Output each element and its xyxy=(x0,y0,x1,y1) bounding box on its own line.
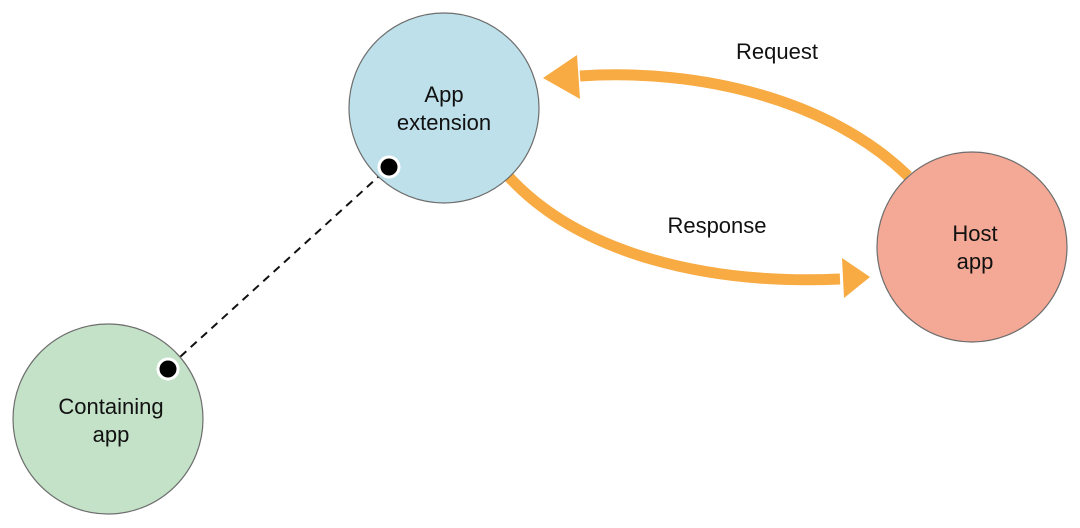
host-app-label-line1: Host xyxy=(952,221,997,246)
containing-app-label-line1: Containing xyxy=(58,394,163,419)
request-arrow xyxy=(579,69,912,180)
request-arrowhead xyxy=(543,55,580,99)
response-arrow xyxy=(503,172,841,286)
host-app-label-line2: app xyxy=(957,249,994,274)
response-arrowhead xyxy=(842,258,870,298)
containing-app-node[interactable]: Containing app xyxy=(12,323,204,515)
containing-to-extension-link xyxy=(169,167,389,367)
request-label: Request xyxy=(736,39,818,64)
app-extension-label-line1: App xyxy=(424,82,463,107)
containing-app-circle xyxy=(12,323,204,515)
host-app-circle xyxy=(876,151,1068,343)
host-app-node[interactable]: Host app xyxy=(876,151,1068,343)
app-extension-circle xyxy=(348,12,540,204)
app-extension-node[interactable]: App extension xyxy=(348,12,540,204)
containing-app-label-line2: app xyxy=(93,422,130,447)
containing-link-endpoint xyxy=(156,357,180,381)
extension-link-endpoint xyxy=(377,155,401,179)
response-label: Response xyxy=(667,213,766,238)
app-extension-label-line2: extension xyxy=(397,110,491,135)
